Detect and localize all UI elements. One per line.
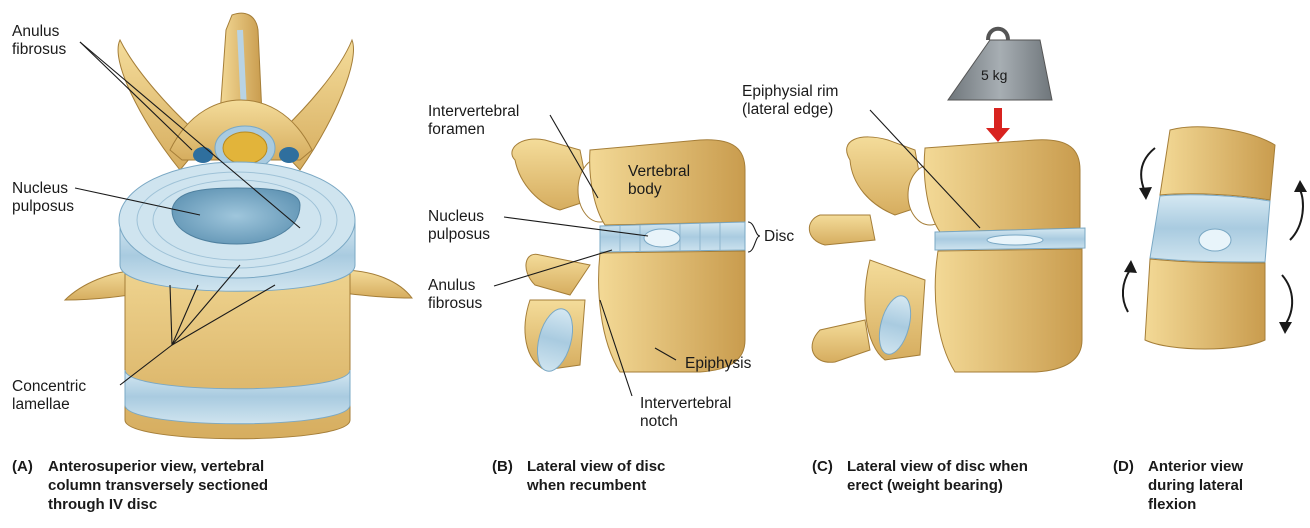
caption-a: Anterosuperior view, vertebral column tr…	[48, 457, 268, 514]
label-anulus-fibrosus-b: Anulus fibrosus	[428, 277, 482, 313]
panel-b-drawing	[494, 115, 760, 396]
panel-c-drawing	[809, 29, 1085, 372]
caption-c-tag: (C)	[812, 457, 833, 476]
caption-a-tag: (A)	[12, 457, 33, 476]
panel-a-drawing	[65, 13, 412, 439]
label-intervertebral-notch: Intervertebral notch	[640, 395, 731, 431]
label-intervertebral-foramen: Intervertebral foramen	[428, 103, 519, 139]
label-disc: Disc	[764, 228, 794, 246]
label-epiphysial-rim: Epiphysial rim (lateral edge)	[742, 83, 838, 119]
caption-d: Anterior view during lateral flexion	[1148, 457, 1243, 514]
caption-c: Lateral view of disc when erect (weight …	[847, 457, 1028, 495]
weight-label: 5 kg	[981, 66, 1007, 84]
caption-b: Lateral view of disc when recumbent	[527, 457, 665, 495]
label-vertebral-body-b: Vertebral body	[628, 163, 690, 199]
label-nucleus-pulposus-a: Nucleus pulposus	[12, 180, 74, 216]
panel-d-drawing	[1123, 127, 1307, 349]
label-concentric-lamellae: Concentric lamellae	[12, 378, 86, 414]
caption-d-tag: (D)	[1113, 457, 1134, 476]
caption-b-tag: (B)	[492, 457, 513, 476]
label-nucleus-pulposus-b: Nucleus pulposus	[428, 208, 490, 244]
label-anulus-fibrosus-a: Anulus fibrosus	[12, 23, 66, 59]
label-epiphysis: Epiphysis	[685, 355, 751, 373]
